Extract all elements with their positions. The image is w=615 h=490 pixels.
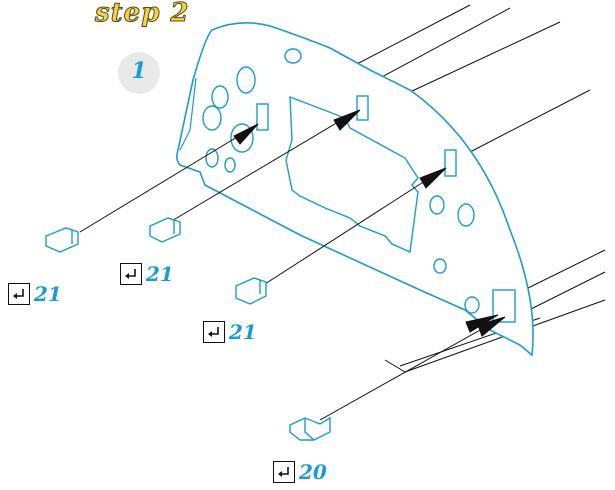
part-callout: 21 [8, 282, 62, 306]
return-arrow-icon [8, 283, 30, 305]
gauge-hole [205, 148, 219, 168]
step-number: 1 [131, 58, 147, 84]
gauge-hole [202, 105, 222, 131]
gauge-hole [457, 203, 475, 227]
rail-line [519, 249, 606, 293]
part-callout: 21 [120, 262, 174, 286]
bracket-part [289, 416, 331, 441]
gauge-hole [211, 85, 229, 109]
bracket-part [167, 217, 175, 234]
bracket-part [253, 277, 261, 294]
bracket-part [149, 217, 181, 243]
part-quantity: 21 [34, 282, 62, 306]
part-quantity: 21 [146, 262, 174, 286]
rail-line [409, 21, 561, 93]
part-callout: 21 [203, 320, 257, 344]
part-callout: 20 [273, 460, 327, 484]
return-arrow-icon [273, 461, 295, 483]
bracket-part [65, 227, 73, 244]
arrow-head [465, 314, 499, 333]
gauge-hole [230, 123, 254, 153]
bracket-part [235, 277, 267, 305]
gauge-hole [433, 258, 447, 274]
gauge-hole [224, 157, 236, 173]
part-quantity: 20 [299, 460, 327, 484]
step-number-badge: 1 [118, 52, 160, 94]
part-quantity: 21 [229, 320, 257, 344]
return-arrow-icon [203, 321, 225, 343]
rail-line [354, 4, 471, 66]
return-arrow-icon [120, 263, 142, 285]
rail-line [379, 7, 511, 79]
slot [444, 149, 457, 177]
slot [256, 103, 269, 131]
gauge-hole [464, 296, 480, 314]
gauge-hole [429, 195, 445, 215]
step-title: step 2 [95, 0, 190, 29]
rail-line [524, 271, 606, 313]
panel-edge [179, 77, 197, 151]
bracket-part [45, 227, 79, 253]
arrow-head [333, 109, 361, 131]
arrow-head [477, 316, 506, 337]
arrow-head [419, 167, 447, 189]
slot [356, 95, 369, 121]
arrow-head [233, 123, 259, 145]
rail-line [469, 89, 591, 153]
slot [492, 289, 516, 323]
display-cutout [285, 95, 419, 254]
rail-line [384, 359, 406, 373]
gauge-hole [236, 66, 256, 94]
bracket-part [304, 418, 315, 441]
gauge-hole [284, 48, 302, 64]
